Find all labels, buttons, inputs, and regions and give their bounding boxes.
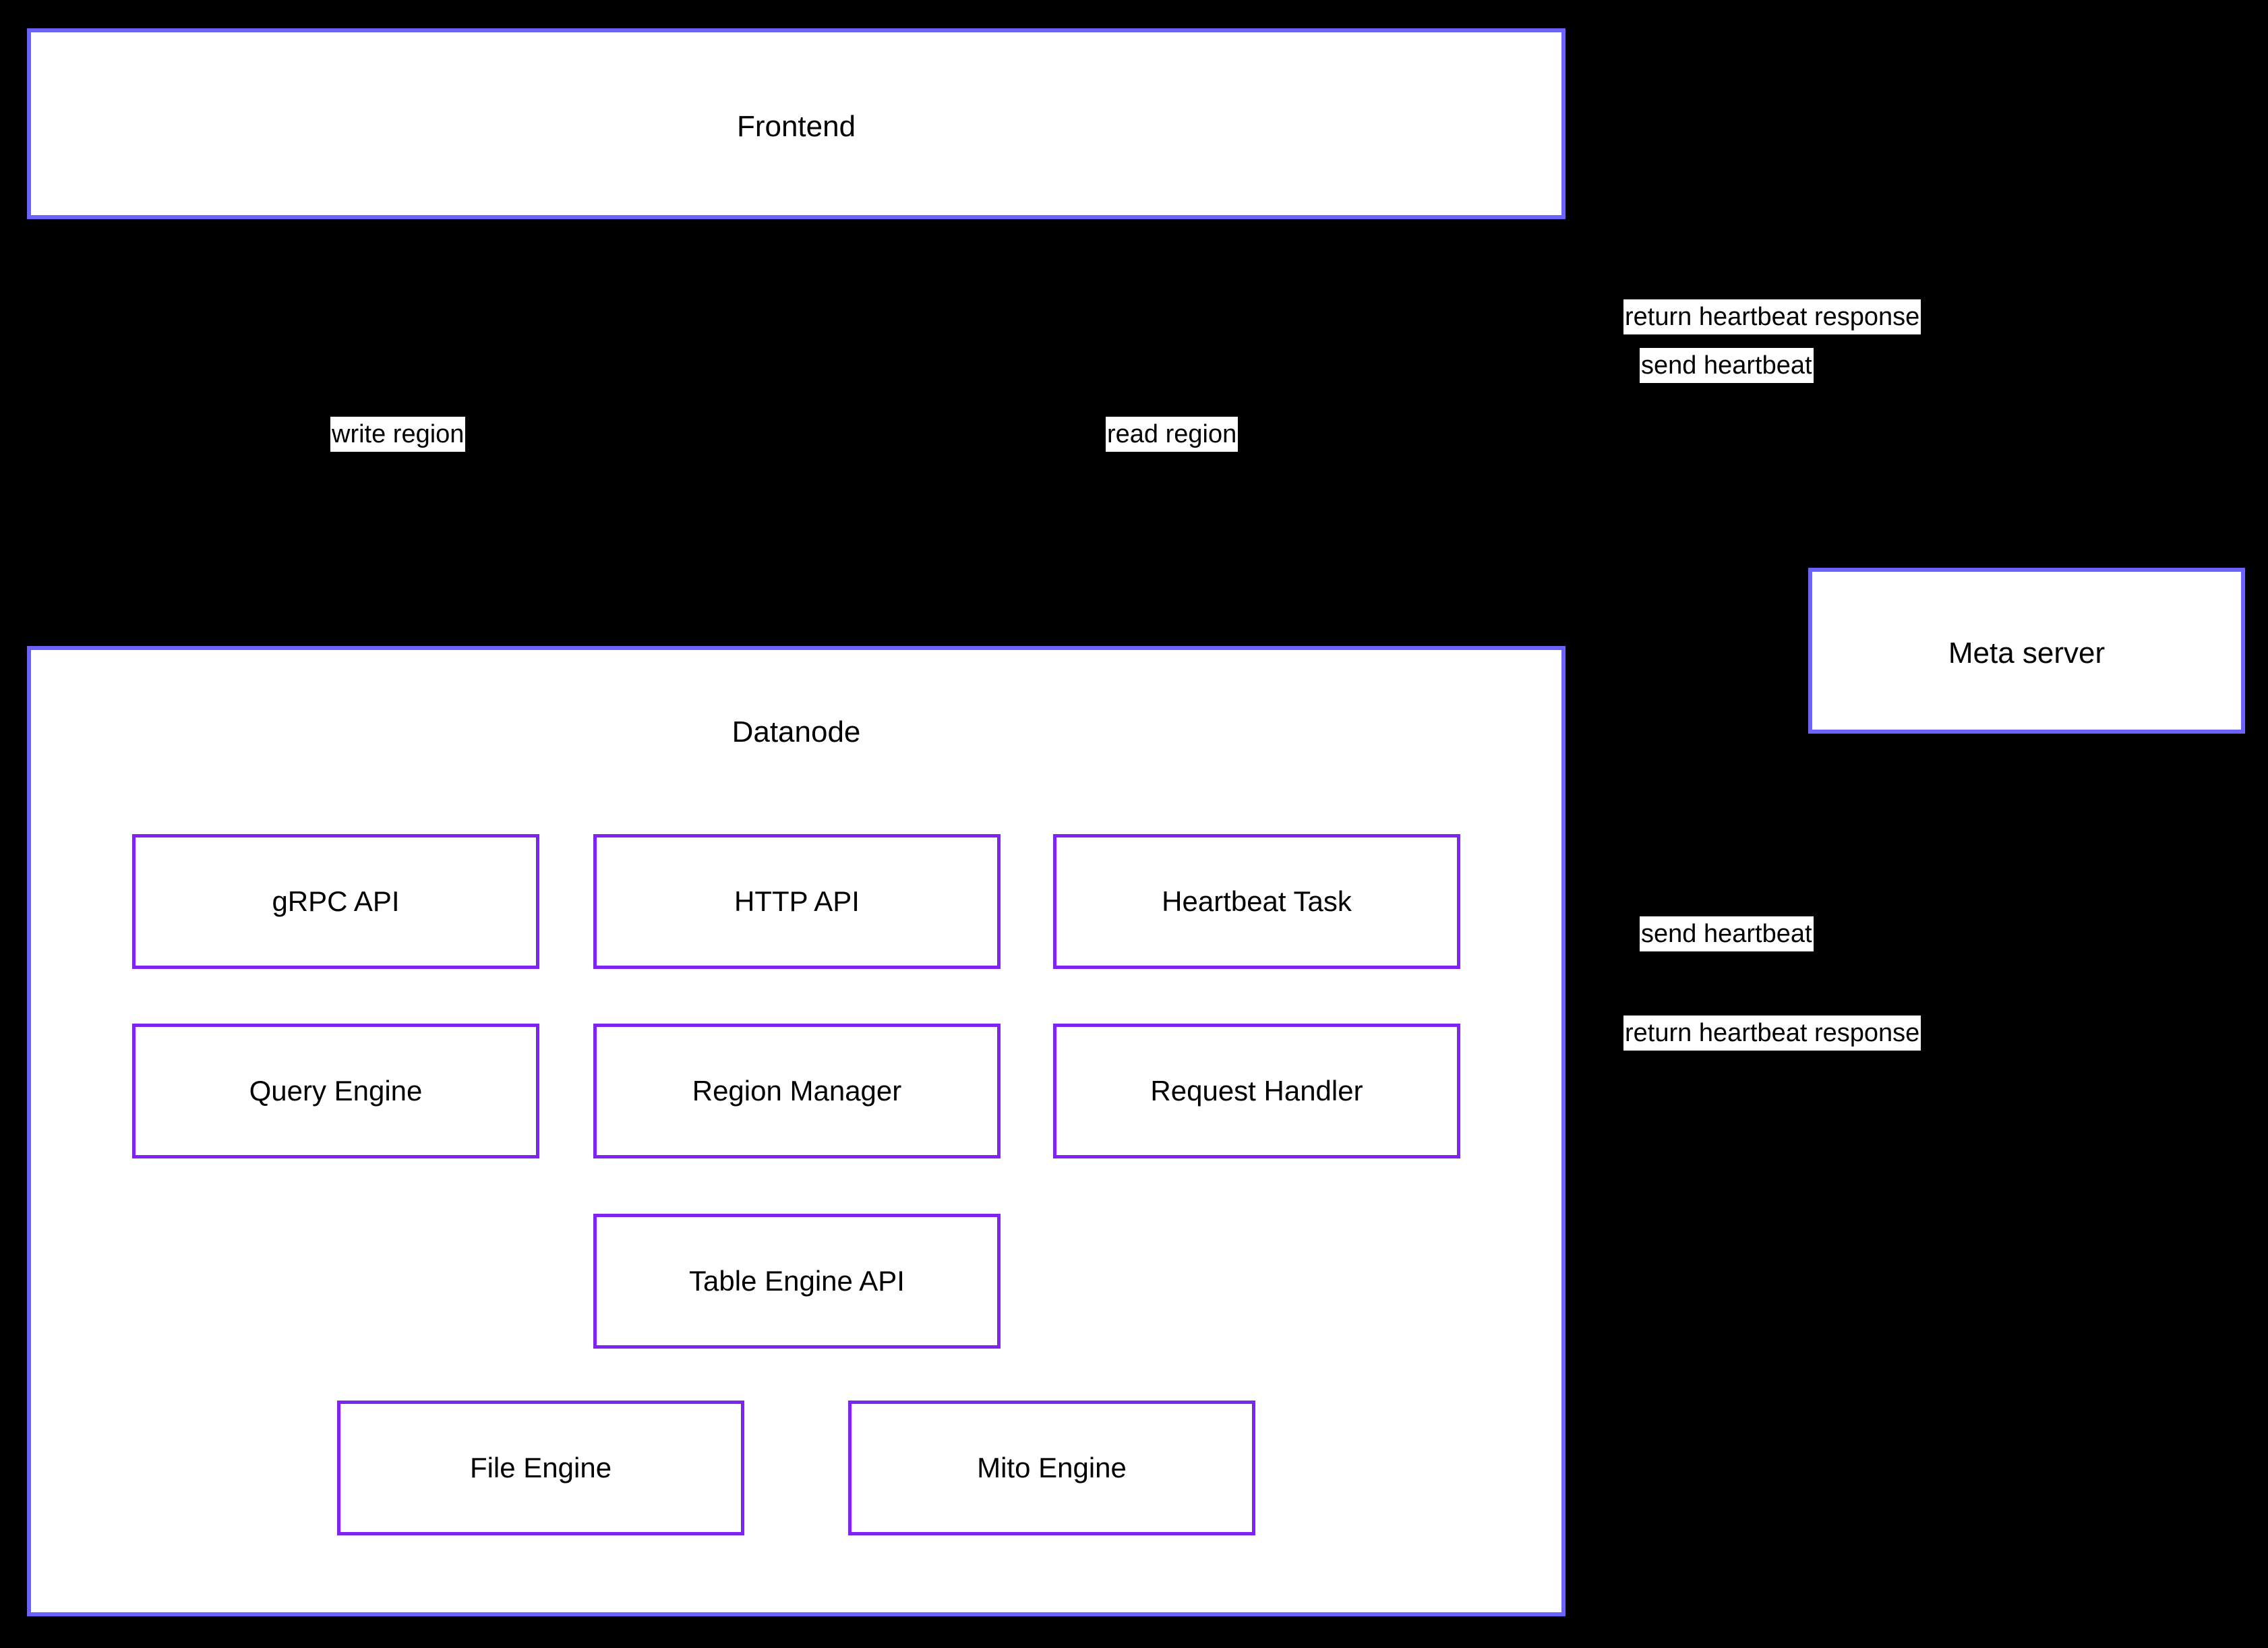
component-box[interactable]: Region Manager	[593, 1024, 1001, 1158]
edge-label-read region: read region	[1106, 417, 1239, 452]
frontend-title: Frontend	[736, 109, 856, 143]
component-box[interactable]: Table Engine API	[593, 1214, 1001, 1349]
component-label: File Engine	[469, 1452, 612, 1483]
component-box[interactable]: File Engine	[337, 1401, 744, 1535]
datanode-title: Datanode	[732, 715, 861, 748]
component-box[interactable]: Heartbeat Task	[1053, 834, 1460, 969]
component-label: HTTP API	[734, 885, 860, 917]
component-label: Heartbeat Task	[1162, 885, 1352, 917]
edge-label-return-hb-bot: return heartbeat response	[1623, 1016, 1921, 1051]
component-label: Region Manager	[692, 1075, 902, 1107]
meta-server-title: Meta server	[1948, 637, 2106, 670]
component-label: gRPC API	[272, 885, 400, 917]
edge-label-send-hb-top: send heartbeat	[1640, 348, 1814, 384]
component-box[interactable]: Query Engine	[132, 1024, 539, 1158]
component-box[interactable]: Request Handler	[1053, 1024, 1460, 1158]
meta-server-container[interactable]: Meta server	[1808, 568, 2245, 734]
component-box[interactable]: HTTP API	[593, 834, 1001, 969]
component-label: Query Engine	[249, 1075, 423, 1107]
edge-label-send-hb-bot: send heartbeat	[1640, 916, 1814, 952]
component-box[interactable]: gRPC API	[132, 834, 539, 969]
edge-label-write-region: write region	[330, 417, 466, 452]
component-label: Table Engine API	[689, 1265, 905, 1297]
component-label: Mito Engine	[977, 1452, 1127, 1483]
frontend-container[interactable]: Frontend	[27, 28, 1565, 219]
edge-label-return-hb-top: return heartbeat response	[1623, 299, 1921, 335]
edge-datanode-send-heartbeat	[1565, 732, 1849, 926]
component-label: Request Handler	[1150, 1075, 1363, 1107]
component-box[interactable]: Mito Engine	[848, 1401, 1255, 1535]
